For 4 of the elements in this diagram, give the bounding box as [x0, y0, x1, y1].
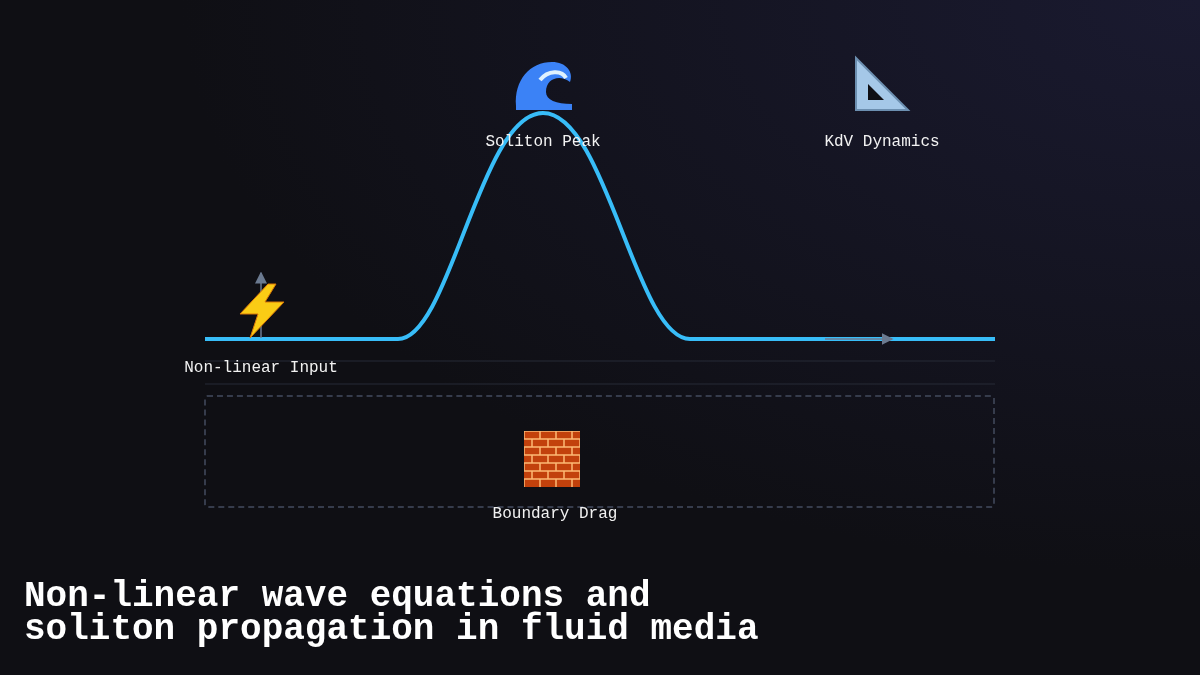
icon-caption: Non-linear Input — [184, 359, 338, 377]
icon-caption: KdV Dynamics — [824, 133, 940, 151]
region-label: Boundary Drag — [492, 505, 618, 523]
title: Non-linear wave equations and soliton propagation in fluid media — [24, 580, 760, 646]
